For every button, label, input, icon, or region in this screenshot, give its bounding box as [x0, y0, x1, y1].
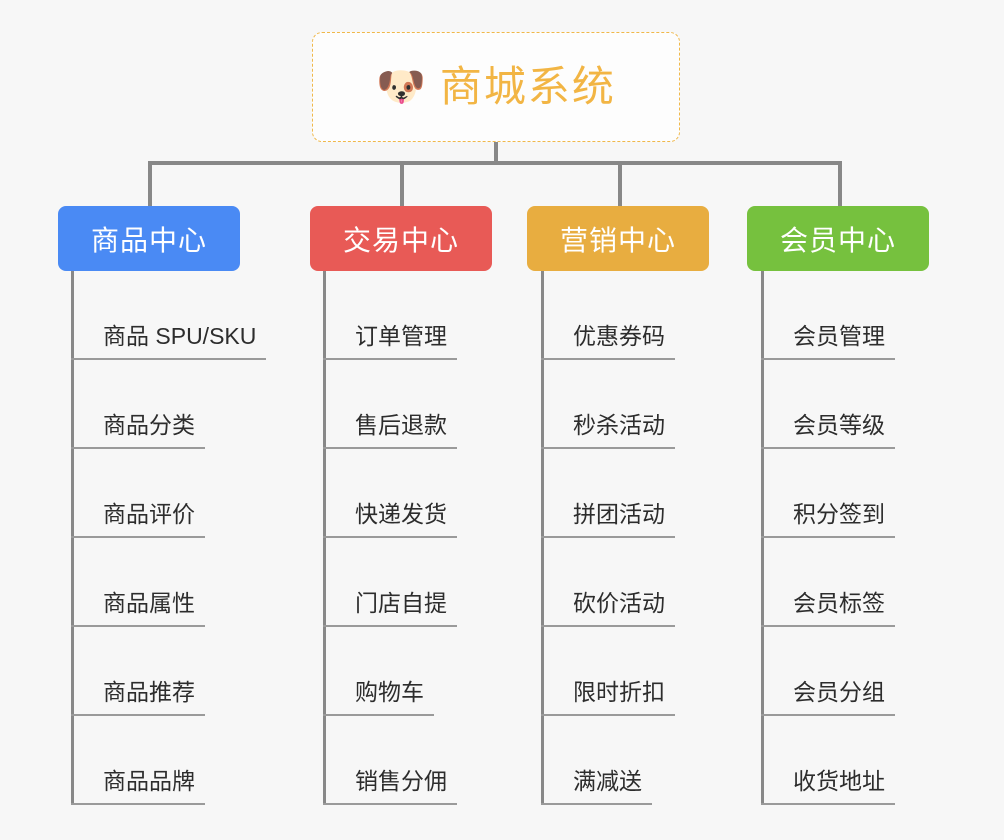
category-label-3: 营销中心 [559, 224, 676, 256]
leaf-item-label: 会员等级 [793, 412, 885, 438]
leaf-item[interactable]: 商品推荐 [71, 627, 301, 716]
leaf-item[interactable]: 会员管理 [761, 271, 991, 360]
leaf-item-rule [323, 536, 457, 538]
leaf-item-label: 售后退款 [355, 412, 447, 438]
leaf-item-label: 订单管理 [355, 323, 447, 349]
leaf-item-label: 商品推荐 [103, 679, 195, 705]
root-title: 商城系统 [439, 63, 616, 110]
leaf-item[interactable]: 商品属性 [71, 538, 301, 627]
category-label-2: 交易中心 [342, 224, 459, 256]
leaf-item-rule [541, 447, 675, 449]
leaf-item[interactable]: 会员分组 [761, 627, 991, 716]
leaf-item-rule [761, 625, 895, 627]
drop-connector-2 [400, 161, 404, 206]
leaf-item-label: 积分签到 [793, 501, 885, 527]
leaf-item-label: 商品品牌 [103, 768, 195, 794]
leaf-item-label: 收货地址 [793, 768, 885, 794]
leaf-item[interactable]: 售后退款 [323, 360, 553, 449]
category-header-1[interactable]: 商品中心 [58, 206, 240, 271]
leaf-item-rule [71, 536, 205, 538]
leaf-item-rule [541, 536, 675, 538]
leaf-item-label: 商品分类 [103, 412, 195, 438]
leaf-item-rule [71, 447, 205, 449]
shiba-dog-emoji-icon: 🐶 [376, 65, 426, 109]
leaf-item-label: 快递发货 [355, 501, 447, 527]
leaf-item[interactable]: 商品 SPU/SKU [71, 271, 301, 360]
leaf-item-rule [541, 803, 652, 805]
leaf-item-rule [323, 625, 457, 627]
leaf-item-rule [71, 358, 266, 360]
column-spine-3 [541, 271, 544, 805]
drop-connector-3 [618, 161, 622, 206]
leaf-item[interactable]: 满减送 [541, 716, 771, 805]
category-label-4: 会员中心 [779, 224, 896, 256]
leaf-item[interactable]: 商品评价 [71, 449, 301, 538]
leaf-item-label: 砍价活动 [573, 590, 665, 616]
leaf-item-rule [323, 803, 457, 805]
leaf-item-label: 商品评价 [103, 501, 195, 527]
leaf-column-1: 商品 SPU/SKU 商品分类商品评价商品属性商品推荐商品品牌 [71, 271, 301, 805]
category-header-2[interactable]: 交易中心 [310, 206, 492, 271]
leaf-item[interactable]: 秒杀活动 [541, 360, 771, 449]
leaf-column-2: 订单管理售后退款快递发货门店自提购物车销售分佣 [323, 271, 553, 805]
leaf-item[interactable]: 会员等级 [761, 360, 991, 449]
leaf-item-label: 秒杀活动 [573, 412, 665, 438]
category-header-4[interactable]: 会员中心 [747, 206, 929, 271]
column-spine-2 [323, 271, 326, 805]
leaf-item[interactable]: 砍价活动 [541, 538, 771, 627]
leaf-item[interactable]: 拼团活动 [541, 449, 771, 538]
leaf-item-label: 会员管理 [793, 323, 885, 349]
leaf-item[interactable]: 商品品牌 [71, 716, 301, 805]
leaf-item-label: 购物车 [355, 679, 424, 705]
leaf-item[interactable]: 收货地址 [761, 716, 991, 805]
leaf-column-3: 优惠券码秒杀活动拼团活动砍价活动限时折扣满减送 [541, 271, 771, 805]
leaf-item[interactable]: 销售分佣 [323, 716, 553, 805]
drop-connector-1 [148, 161, 152, 206]
leaf-item-rule [761, 536, 895, 538]
leaf-item-label: 拼团活动 [573, 501, 665, 527]
leaf-item-label: 满减送 [573, 768, 642, 794]
column-spine-1 [71, 271, 74, 805]
category-header-3[interactable]: 营销中心 [527, 206, 709, 271]
leaf-item-label: 门店自提 [355, 590, 447, 616]
leaf-item[interactable]: 优惠券码 [541, 271, 771, 360]
leaf-item-rule [323, 447, 457, 449]
category-bus-connector [150, 161, 840, 165]
leaf-item-rule [761, 447, 895, 449]
leaf-item-rule [761, 803, 895, 805]
leaf-item[interactable]: 快递发货 [323, 449, 553, 538]
leaf-item[interactable]: 限时折扣 [541, 627, 771, 716]
leaf-item[interactable]: 会员标签 [761, 538, 991, 627]
leaf-item-label: 限时折扣 [573, 679, 665, 705]
category-label-1: 商品中心 [90, 224, 207, 256]
column-spine-4 [761, 271, 764, 805]
leaf-item[interactable]: 购物车 [323, 627, 553, 716]
leaf-item-label: 商品属性 [103, 590, 195, 616]
leaf-item-rule [761, 714, 895, 716]
leaf-item-label: 销售分佣 [355, 768, 447, 794]
leaf-item-rule [541, 358, 675, 360]
leaf-item[interactable]: 门店自提 [323, 538, 553, 627]
leaf-item-rule [761, 358, 895, 360]
leaf-item-label: 会员标签 [793, 590, 885, 616]
leaf-item-rule [71, 803, 205, 805]
leaf-item-rule [71, 714, 205, 716]
leaf-item[interactable]: 订单管理 [323, 271, 553, 360]
leaf-column-4: 会员管理会员等级积分签到会员标签会员分组收货地址 [761, 271, 991, 805]
leaf-item-rule [71, 625, 205, 627]
leaf-item-rule [541, 714, 675, 716]
leaf-item-label: 商品 SPU/SKU [103, 323, 257, 349]
leaf-item[interactable]: 商品分类 [71, 360, 301, 449]
leaf-item-rule [323, 358, 457, 360]
root-node[interactable]: 🐶 商城系统 [312, 32, 680, 142]
leaf-item[interactable]: 积分签到 [761, 449, 991, 538]
root-stem-connector [494, 142, 498, 163]
drop-connector-4 [838, 161, 842, 206]
leaf-item-rule [541, 625, 675, 627]
leaf-item-label: 会员分组 [793, 679, 885, 705]
leaf-item-label: 优惠券码 [573, 323, 665, 349]
leaf-item-rule [323, 714, 434, 716]
